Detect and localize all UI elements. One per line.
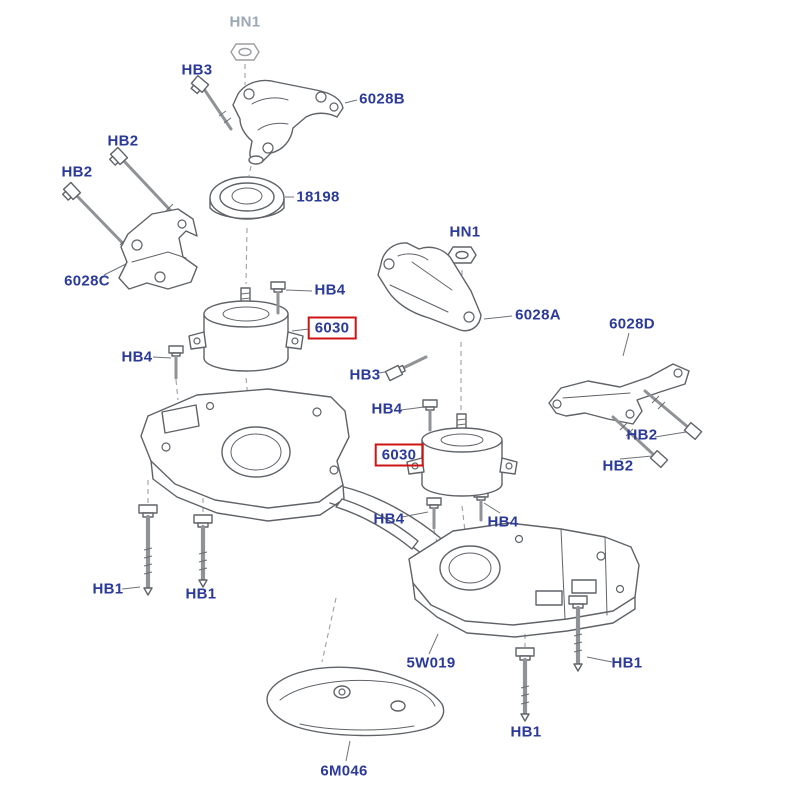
bolt-hb3-upper — [190, 74, 233, 131]
bracket-6028a — [377, 242, 482, 332]
part-label-hb2-3: HB2 — [626, 426, 658, 444]
mount-6030-right — [406, 413, 518, 497]
part-label-18198: 18198 — [296, 188, 340, 206]
bolt-hb2-upper-right — [643, 389, 703, 441]
part-label-6028c: 6028C — [64, 272, 110, 290]
part-label-hn1-top: HN1 — [229, 13, 261, 31]
part-label-hb1-1: HB1 — [92, 580, 124, 598]
bracket-6028d — [548, 363, 690, 425]
nut-hn1-top — [230, 43, 260, 61]
part-label-hb3-lower: HB3 — [349, 366, 381, 384]
bolt-hb4-1 — [270, 281, 286, 315]
part-label-hb1-3: HB1 — [611, 654, 643, 672]
insulator-18198 — [209, 176, 285, 220]
part-label-6m046: 6M046 — [320, 762, 368, 780]
part-label-hb1-2: HB1 — [185, 585, 217, 603]
bolt-hb4-4 — [426, 497, 442, 530]
bolt-hb2-lower-right — [611, 415, 669, 469]
part-label-hb4-2: HB4 — [121, 348, 153, 366]
part-label-6028b: 6028B — [359, 90, 405, 108]
bolt-hb1-2 — [193, 514, 213, 588]
part-label-5w019: 5W019 — [406, 654, 456, 672]
part-label-hb1-4: HB1 — [510, 723, 542, 741]
label-leader-lines — [103, 99, 687, 762]
bolt-hb1-1 — [138, 504, 158, 596]
bolt-hb4-3 — [422, 399, 438, 432]
support-6m046 — [266, 666, 445, 737]
bolt-hb1-3 — [568, 595, 588, 672]
part-label-6030-left: 6030 — [307, 316, 357, 340]
part-label-hb4-5: HB4 — [487, 513, 519, 531]
bracket-6028c — [118, 208, 198, 290]
part-label-hb2-4: HB2 — [602, 457, 634, 475]
bolt-hb4-2 — [168, 345, 184, 380]
bracket-6028b — [232, 79, 344, 165]
subframe-5w019 — [140, 388, 640, 638]
part-label-hb4-4: HB4 — [373, 510, 405, 528]
part-label-hb4-3: HB4 — [371, 400, 403, 418]
part-label-hn1-right: HN1 — [449, 223, 481, 241]
part-label-6030-right: 6030 — [374, 443, 424, 467]
part-label-6028d: 6028D — [609, 315, 655, 333]
mount-6030-left — [188, 287, 304, 372]
part-label-6028a: 6028A — [515, 306, 561, 324]
part-label-hb2-1: HB2 — [107, 132, 139, 150]
part-label-hb2-2: HB2 — [61, 163, 93, 181]
bolt-hb3-lower — [384, 355, 428, 382]
bolt-hb1-4 — [515, 647, 535, 722]
part-label-hb4-1: HB4 — [314, 281, 346, 299]
part-label-hb3-upper: HB3 — [181, 61, 213, 79]
